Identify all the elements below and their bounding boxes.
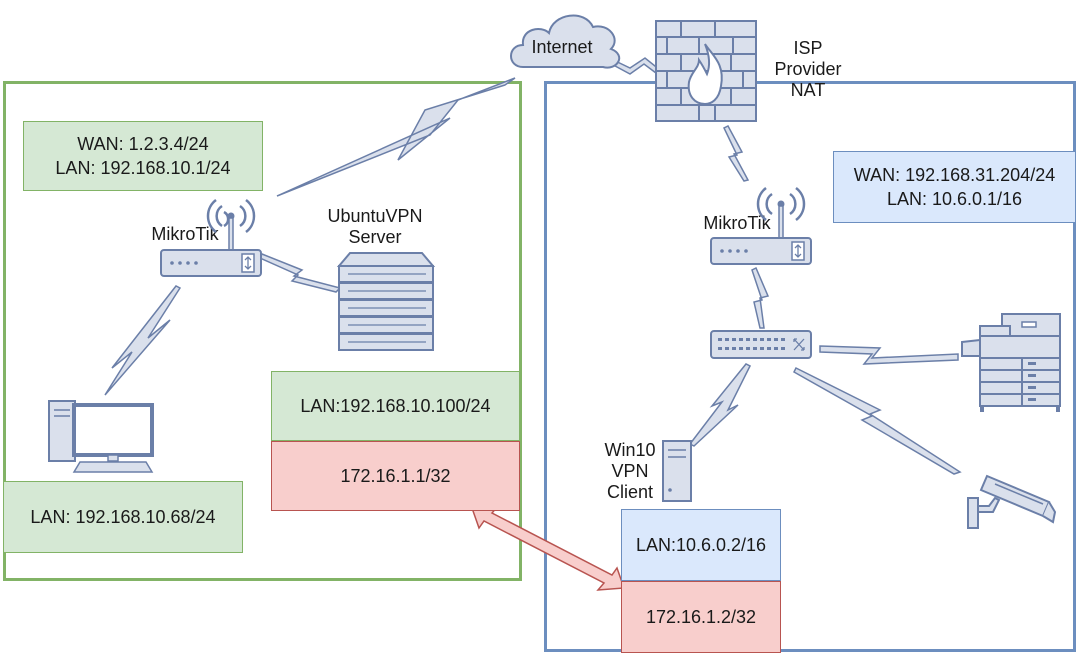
lightning-link-icon	[276, 77, 516, 197]
isp-line1: ISP	[793, 38, 823, 58]
right-router-info: WAN: 192.168.31.204/24 LAN: 10.6.0.1/16	[833, 151, 1076, 223]
server-rack-icon	[336, 252, 436, 351]
client-tunnel-box: 172.16.1.2/32	[621, 581, 781, 653]
left-router-label: MikroTik	[151, 224, 219, 244]
tower-pc-icon	[662, 440, 692, 502]
right-router-lan: LAN: 10.6.0.1/16	[886, 189, 1023, 209]
right-site-zone	[544, 81, 1076, 652]
internet-label: Internet	[531, 37, 593, 57]
cloud-icon	[510, 14, 621, 69]
server-label-line1: UbuntuVPN	[327, 206, 423, 226]
left-site-zone	[3, 81, 522, 581]
left-router-info: WAN: 1.2.3.4/24 LAN: 192.168.10.1/24	[23, 121, 263, 191]
client-label-line3: Client	[606, 482, 654, 502]
pc-lan-box: LAN: 192.168.10.68/24	[3, 481, 243, 553]
client-label-line1: Win10	[604, 440, 656, 460]
isp-label: ISP Provider NAT	[768, 38, 848, 101]
wireless-router-icon	[710, 187, 812, 265]
right-router-label: MikroTik	[703, 213, 771, 233]
left-router-wan: WAN: 1.2.3.4/24	[77, 134, 209, 154]
isp-line3: NAT	[790, 80, 826, 100]
lightning-link-icon	[793, 366, 962, 475]
lightning-link-icon	[104, 285, 182, 396]
client-label: Win10 VPN Client	[598, 440, 662, 503]
printer-icon	[961, 313, 1061, 412]
double-arrow-icon	[470, 505, 626, 591]
server-lan-box: LAN:192.168.10.100/24	[271, 371, 520, 441]
client-label-line2: VPN	[611, 461, 649, 481]
firewall-icon	[655, 20, 757, 122]
lightning-link-icon	[819, 345, 959, 365]
left-router-lan: LAN: 192.168.10.1/24	[55, 158, 231, 178]
wireless-router-icon	[160, 199, 262, 277]
lightning-link-icon	[688, 363, 752, 447]
lightning-link-icon	[258, 253, 342, 293]
security-camera-icon	[967, 474, 1057, 529]
network-switch-icon	[710, 330, 812, 359]
server-tunnel-box: 172.16.1.1/32	[271, 441, 520, 511]
right-router-wan: WAN: 192.168.31.204/24	[853, 165, 1056, 185]
server-label: UbuntuVPN Server	[320, 206, 430, 248]
desktop-pc-icon	[48, 400, 154, 473]
client-lan-box: LAN:10.6.0.2/16	[621, 509, 781, 581]
lightning-link-icon	[723, 125, 750, 182]
server-label-line2: Server	[348, 227, 402, 247]
isp-line2: Provider	[774, 59, 842, 79]
lightning-link-icon	[751, 266, 770, 329]
